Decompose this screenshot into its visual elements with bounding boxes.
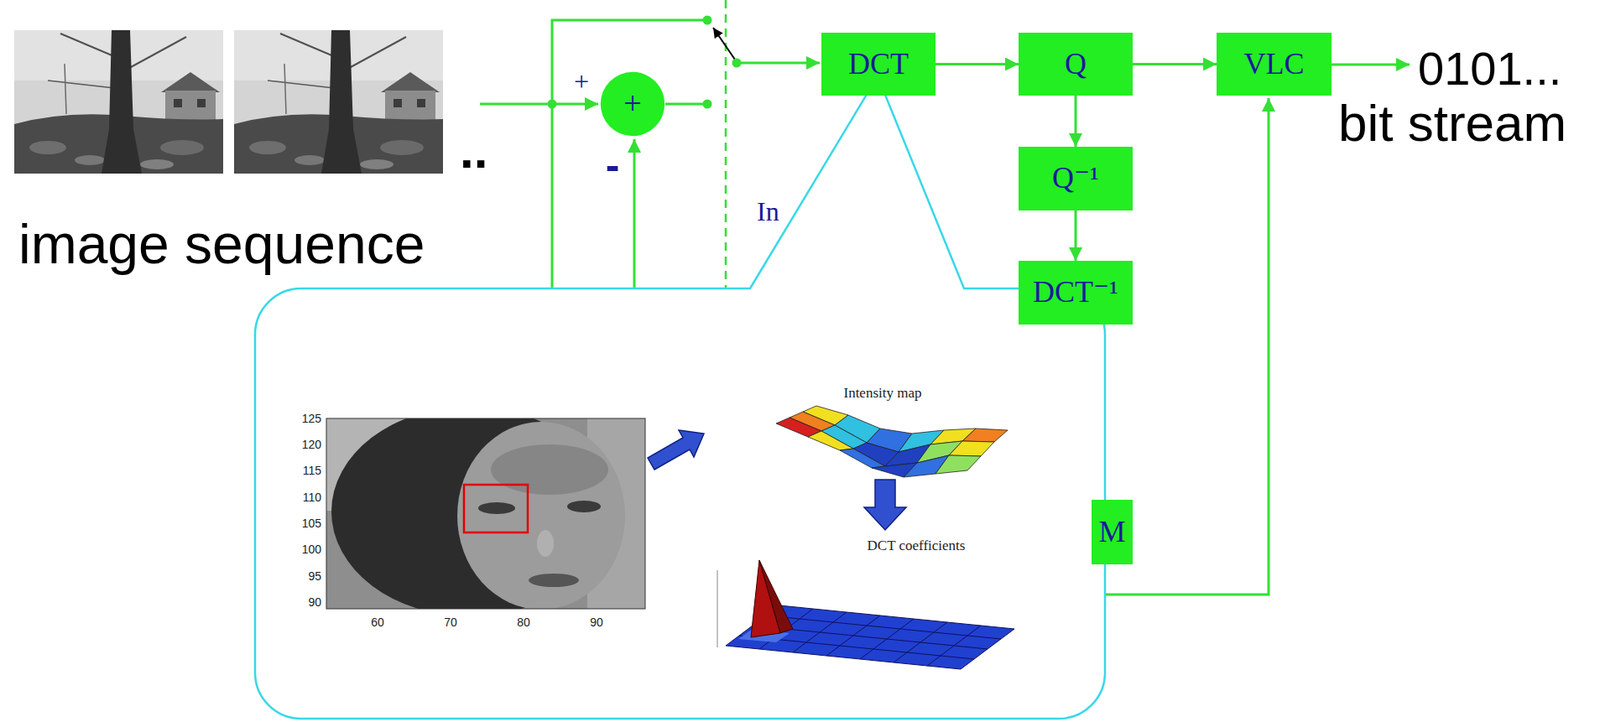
process-box: M xyxy=(1091,500,1133,565)
box-label: DCT xyxy=(848,47,909,82)
junction-circle-fill xyxy=(600,72,665,136)
axis-tick: 125 xyxy=(302,412,322,425)
switch-contact xyxy=(703,15,713,26)
output-label: bit stream xyxy=(1338,97,1567,150)
face-image xyxy=(326,418,646,610)
process-box: DCT⁻¹ xyxy=(1018,260,1133,325)
switch-contact xyxy=(703,99,713,110)
box-label: DCT⁻¹ xyxy=(1032,276,1119,310)
axis-tick: 90 xyxy=(589,616,604,629)
face xyxy=(457,422,626,610)
surface-cell xyxy=(962,428,1008,443)
callout-bubble xyxy=(255,76,1105,720)
dashed-divider xyxy=(724,0,728,289)
dct-bar-plot xyxy=(717,560,1015,670)
connector-arrow xyxy=(1074,210,1078,261)
box-label: Q⁻¹ xyxy=(1052,161,1100,196)
output-wire xyxy=(1331,63,1410,67)
switch-lever xyxy=(713,27,735,60)
video-frame xyxy=(14,30,224,174)
connector-arrow xyxy=(935,62,1019,66)
sign-label: - xyxy=(605,144,621,187)
process-box: Q xyxy=(1018,32,1133,96)
process-box: Q⁻¹ xyxy=(1018,146,1133,211)
axis-tick: 115 xyxy=(302,464,322,477)
box-label: Q xyxy=(1064,47,1087,82)
process-box: VLC xyxy=(1216,32,1332,96)
axis-tick: 110 xyxy=(302,491,322,504)
axis-tick: 105 xyxy=(302,517,322,530)
surface-cell xyxy=(948,441,995,457)
axis-tick: 120 xyxy=(302,438,322,451)
intensity-surface xyxy=(776,406,1008,478)
block-marker xyxy=(463,484,528,533)
process-box: DCT xyxy=(821,32,936,96)
eye xyxy=(567,500,601,513)
axis-tick: 60 xyxy=(370,616,385,629)
surface-cell xyxy=(839,448,886,469)
switch-output-wire xyxy=(736,62,820,65)
mouth xyxy=(528,573,579,588)
difference-wire xyxy=(665,103,708,106)
connector-arrow xyxy=(1074,95,1078,147)
axis-tick: 90 xyxy=(307,596,322,609)
plot-title: DCT coefficients xyxy=(867,538,966,553)
box-label: M xyxy=(1098,515,1126,550)
sign-label: + xyxy=(573,67,589,95)
video-frame xyxy=(234,30,443,174)
switch-pivot xyxy=(732,58,742,68)
surface-cell xyxy=(935,455,981,475)
junction-dot xyxy=(547,99,558,110)
dc-coefficient-spike xyxy=(759,560,793,634)
output-label: 0101... xyxy=(1417,45,1562,93)
plot-frame xyxy=(326,418,646,610)
plot-title: Intensity map xyxy=(843,385,922,401)
axis-tick: 95 xyxy=(307,570,322,583)
nose xyxy=(536,530,554,558)
surface-cell xyxy=(807,431,854,451)
input-wire xyxy=(479,103,599,106)
axis-tick: 80 xyxy=(516,616,531,629)
caption-label: image sequence xyxy=(18,216,425,272)
ellipsis-mark: .. xyxy=(459,125,488,177)
plot-axis xyxy=(717,570,719,648)
axis-tick: 70 xyxy=(443,616,458,629)
box-label: VLC xyxy=(1244,47,1305,82)
summing-junction: + xyxy=(599,71,666,137)
box-label: + xyxy=(623,86,642,122)
feedback-wire xyxy=(551,104,554,294)
axis-tick: 100 xyxy=(302,543,322,556)
prediction-wire xyxy=(633,139,636,294)
mode-label: In xyxy=(756,198,780,225)
connector-arrow xyxy=(1132,62,1217,66)
eye xyxy=(478,502,516,515)
flow-arrow xyxy=(864,479,907,531)
flow-arrow xyxy=(647,430,704,470)
forehead xyxy=(490,444,609,496)
